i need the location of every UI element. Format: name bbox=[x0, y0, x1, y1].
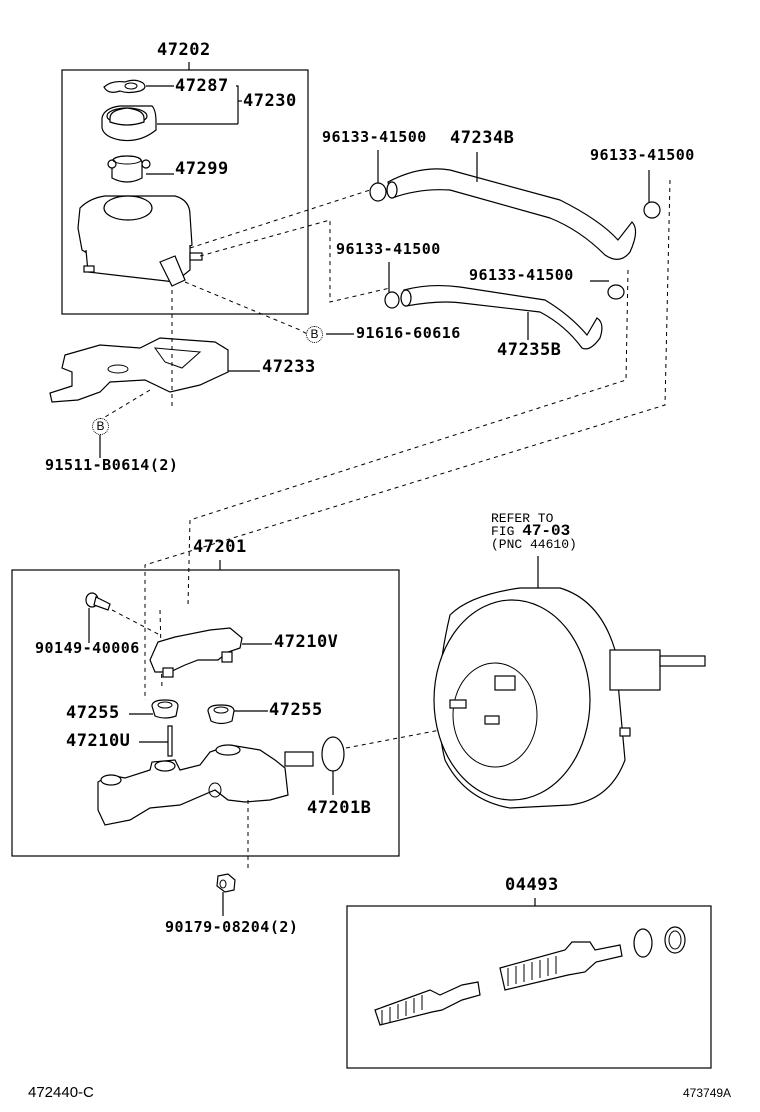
part-label-47230: 47230 bbox=[243, 91, 297, 111]
primary-piston-spring-part bbox=[499, 941, 623, 991]
reservoir-gasket-part bbox=[103, 79, 146, 94]
reservoir-bracket-part bbox=[49, 337, 229, 403]
refer-note-line3: (PNC 44610) bbox=[491, 537, 577, 552]
bolt-90149-part bbox=[85, 592, 111, 611]
part-label-47287: 47287 bbox=[175, 76, 229, 96]
part-label-47210u: 47210U bbox=[66, 731, 131, 751]
part-label-90149-40006: 90149-40006 bbox=[35, 639, 140, 657]
part-label-96133-41500-a: 96133-41500 bbox=[322, 128, 427, 146]
part-label-47210v: 47210V bbox=[274, 632, 339, 652]
part-label-47299: 47299 bbox=[175, 159, 229, 179]
refer-note-fig-link[interactable]: 47-03 bbox=[522, 522, 571, 540]
reservoir-tank-part bbox=[77, 195, 203, 287]
footer-diagram-code: 472440-C bbox=[28, 1084, 94, 1101]
master-cylinder-body-part bbox=[97, 744, 314, 826]
part-label-96133-41500-b: 96133-41500 bbox=[590, 146, 695, 164]
part-label-47201b: 47201B bbox=[307, 798, 372, 818]
part-label-47255-left: 47255 bbox=[66, 703, 120, 723]
hose-47234b-part bbox=[369, 168, 661, 260]
refer-note: REFER TO FIG 47-03 (PNC 44610) bbox=[491, 512, 577, 551]
nut-90179-part bbox=[216, 873, 236, 893]
part-label-47233: 47233 bbox=[262, 357, 316, 377]
footer-image-code: 473749A bbox=[683, 1086, 732, 1100]
part-label-90179-08204: 90179-08204(2) bbox=[165, 918, 299, 936]
group-label-47201: 47201 bbox=[193, 537, 247, 557]
grommet-right-part bbox=[207, 704, 235, 725]
snap-ring-part bbox=[633, 928, 653, 958]
pin-47210u-part bbox=[167, 725, 173, 757]
group-label-47202: 47202 bbox=[157, 40, 211, 60]
master-cylinder-group-box bbox=[11, 569, 400, 857]
cup-seal-part bbox=[664, 926, 686, 954]
part-label-47255-right: 47255 bbox=[269, 700, 323, 720]
part-label-96133-41500-c: 96133-41500 bbox=[336, 240, 441, 258]
refer-note-line2-prefix: FIG bbox=[491, 524, 523, 539]
part-label-96133-41500-d: 96133-41500 bbox=[469, 266, 574, 284]
reservoir-strainer-part bbox=[107, 155, 151, 183]
secondary-piston-spring-part bbox=[374, 981, 481, 1026]
group-label-04493: 04493 bbox=[505, 875, 559, 895]
part-label-47235b: 47235B bbox=[497, 340, 562, 360]
refer-note-line1: REFER TO bbox=[491, 511, 554, 526]
callout-b-marker-lower: B bbox=[92, 418, 109, 435]
brake-booster-part bbox=[433, 587, 706, 809]
reservoir-cap-part bbox=[101, 105, 157, 142]
grommet-left-part bbox=[151, 699, 179, 719]
repair-kit-group-box bbox=[346, 905, 712, 1069]
seal-ring-47201b-part bbox=[321, 736, 345, 772]
reservoir-group-box bbox=[61, 69, 309, 315]
hose-47235b-part bbox=[384, 284, 625, 350]
part-label-47234b: 47234B bbox=[450, 128, 515, 148]
callout-b-marker-upper: B bbox=[306, 326, 323, 343]
part-label-91616-60616: 91616-60616 bbox=[356, 324, 461, 342]
part-label-91511-b0614: 91511-B0614(2) bbox=[45, 456, 179, 474]
master-cylinder-bracket-part bbox=[149, 627, 243, 678]
